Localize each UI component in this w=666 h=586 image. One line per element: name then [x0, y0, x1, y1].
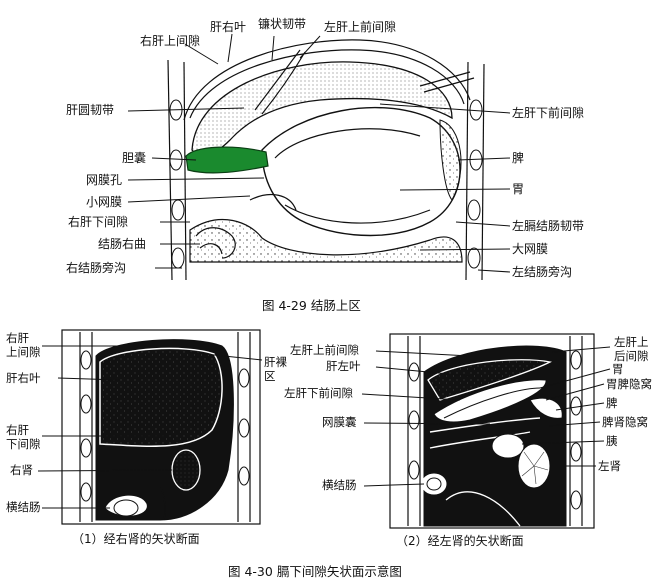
label-greater-omentum: 大网膜	[512, 242, 548, 256]
label-right-lobe-liver: 肝右叶	[210, 20, 246, 34]
label-p2-left-lower-anterior-space: 左肝下前间隙	[284, 387, 353, 400]
label-phrenicocolic-ligament: 左膈结肠韧带	[512, 219, 584, 233]
label-p1-right-lower-space-line2: 下间隙	[6, 438, 41, 451]
label-gallbladder: 胆囊	[122, 151, 146, 165]
label-p1-bare-area-line1: 肝裸	[264, 356, 287, 369]
label-left-upper-anterior-space: 左肝上前间隙	[324, 20, 396, 34]
label-p2-omental-bursa: 网膜囊	[322, 416, 357, 429]
label-p1-right-upper-space-line1: 右肝	[6, 332, 29, 345]
label-p1-transverse-colon: 横结肠	[6, 501, 41, 514]
label-right-paracolic-sulcus: 右结肠旁沟	[66, 261, 126, 275]
label-p2-left-upper-posterior-line1: 左肝上	[614, 336, 649, 349]
label-ligamentum-teres: 肝圆韧带	[66, 103, 114, 117]
label-p2-gastrosplenic-recess: 胃脾隐窝	[606, 378, 652, 391]
label-p2-splenorenal-recess: 脾肾隐窝	[602, 416, 648, 429]
label-p1-bare-area-line2: 区	[264, 370, 276, 383]
label-p1-right-upper-space-line2: 上间隙	[6, 346, 41, 359]
label-falciform-ligament: 镰状韧带	[258, 17, 306, 31]
label-spleen: 脾	[512, 151, 524, 165]
label-p2-pancreas: 胰	[606, 435, 618, 448]
caption-figure-4-29: 图 4-29 结肠上区	[262, 295, 361, 314]
label-p2-left-upper-anterior-space: 左肝上前间隙	[290, 344, 359, 357]
label-right-colic-flexure: 结肠右曲	[98, 237, 146, 251]
label-stomach: 胃	[512, 182, 524, 196]
label-right-upper-hepatic-space: 右肝上间隙	[140, 34, 200, 48]
fig-4-30-panel-1	[62, 330, 260, 524]
label-p1-right-lower-space-line1: 右肝	[6, 424, 29, 437]
label-p1-right-lobe-liver: 肝右叶	[6, 372, 41, 385]
subcaption-panel-2: （2）经左肾的矢状断面	[396, 532, 524, 549]
fig-4-29-illustration	[168, 40, 484, 280]
fig-4-30-panel-2	[390, 334, 594, 528]
label-right-lower-hepatic-space: 右肝下间隙	[68, 215, 128, 229]
caption-figure-4-30: 图 4-30 膈下间隙矢状面示意图	[228, 561, 402, 580]
label-omental-foramen: 网膜孔	[86, 173, 122, 187]
label-p2-spleen: 脾	[606, 397, 618, 410]
label-lesser-omentum: 小网膜	[86, 195, 122, 209]
label-p2-transverse-colon: 横结肠	[322, 479, 357, 492]
label-left-paracolic-sulcus: 左结肠旁沟	[512, 265, 572, 279]
label-p2-left-lobe-liver: 肝左叶	[326, 360, 361, 373]
label-left-lower-anterior-space: 左肝下前间隙	[512, 106, 584, 120]
subcaption-panel-1: （1）经右肾的矢状断面	[72, 530, 200, 547]
label-p2-stomach: 胃	[612, 363, 624, 376]
label-p2-left-kidney: 左肾	[598, 460, 621, 473]
label-p1-right-kidney: 右肾	[10, 464, 33, 477]
